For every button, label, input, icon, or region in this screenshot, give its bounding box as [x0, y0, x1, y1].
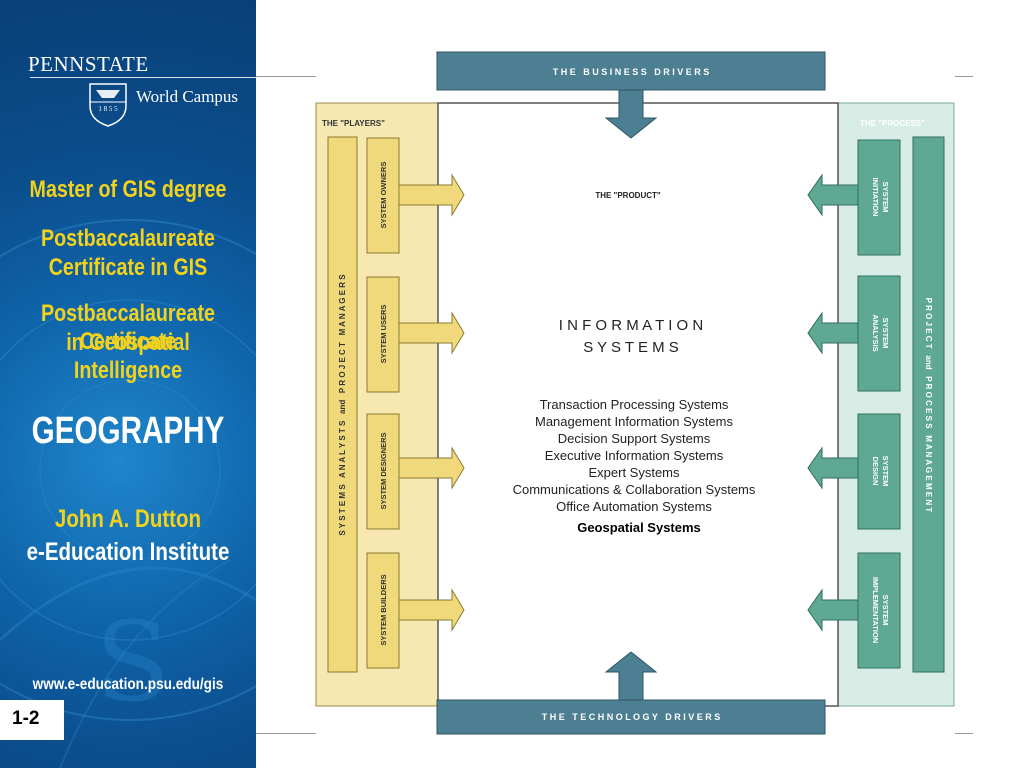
- page-number: 1-2: [12, 708, 40, 729]
- sidebar: S: [0, 0, 256, 768]
- top-rule-right: [955, 76, 973, 77]
- business-drivers-label: T H E B U S I N E S S D R I V E R S: [553, 67, 710, 77]
- brand-rule: [30, 77, 320, 78]
- program-cert-gis-line1: Postbaccalaureate: [41, 225, 215, 252]
- geospatial-systems-highlight: Geospatial Systems: [577, 520, 701, 535]
- technology-drivers-bar: [436, 699, 826, 735]
- technology-arrow-up: [604, 651, 658, 701]
- process-system-design: SYSTEM DESIGN: [807, 413, 901, 530]
- player-system-users: SYSTEM USERS: [366, 276, 465, 393]
- player-label: SYSTEM USERS: [379, 305, 388, 364]
- shield-year: 1 8 5 5: [98, 105, 118, 113]
- product-title: THE "PRODUCT": [595, 191, 661, 200]
- process-system-analysis: SYSTEM ANALYSIS: [807, 275, 901, 392]
- world-campus-label: World Campus: [136, 87, 239, 106]
- process-system-initiation: SYSTEM INITIATION: [807, 139, 901, 256]
- program-master-gis: Master of GIS degree: [29, 176, 227, 203]
- player-arrow-icon: [398, 173, 465, 217]
- institute-line2: e-Education Institute: [26, 538, 230, 566]
- program-cert-gis-line2: Certificate in GIS: [48, 254, 208, 281]
- process-vertical-bar: [912, 136, 945, 673]
- process-label-line2: DESIGN: [871, 457, 880, 486]
- department-geography: GEOGRAPHY: [31, 410, 225, 452]
- website-url: www.e-education.psu.edu/gis: [32, 676, 224, 693]
- is-title-line2: S Y S T E M S: [583, 339, 679, 356]
- player-arrow-icon: [398, 588, 465, 632]
- system-item: Expert Systems: [588, 465, 680, 480]
- process-label-line1: SYSTEM: [881, 182, 890, 213]
- player-label: SYSTEM OWNERS: [379, 162, 388, 229]
- system-item: Transaction Processing Systems: [540, 397, 729, 412]
- program-cert-geoint-line2: in Geospatial Intelligence: [66, 329, 190, 384]
- bottom-rule-left: [256, 733, 316, 734]
- players-vertical-bar: [327, 136, 358, 673]
- system-item: Decision Support Systems: [558, 431, 711, 446]
- process-label-line1: SYSTEM: [881, 318, 890, 349]
- process-arrow-icon: [807, 173, 859, 217]
- process-arrow-icon: [807, 588, 859, 632]
- pennstate-logo-text: PENNSTATE: [28, 52, 149, 76]
- process-vertical-label: P R O J E C T and P R O C E S S M A N A …: [924, 298, 933, 513]
- process-label-line2: INITIATION: [871, 177, 880, 216]
- process-system-implementation: SYSTEM IMPLEMENTATION: [807, 552, 901, 669]
- svg-text:S: S: [95, 598, 170, 726]
- player-label: SYSTEM DESIGNERS: [379, 432, 388, 509]
- compass-decoration: S: [0, 219, 256, 768]
- process-label-line1: SYSTEM: [881, 595, 890, 626]
- bottom-rule-right: [955, 733, 973, 734]
- system-item: Office Automation Systems: [556, 499, 712, 514]
- process-label-line2: ANALYSIS: [871, 314, 880, 351]
- is-title-line1: I N F O R M A T I O N: [559, 317, 703, 334]
- process-title: THE "PROCESS": [860, 119, 925, 128]
- top-rule-left: [256, 76, 316, 77]
- players-title: THE "PLAYERS": [322, 119, 385, 128]
- business-arrow-down: [604, 89, 658, 139]
- institute-name: John A. Dutton: [54, 505, 202, 533]
- technology-drivers-label: T H E T E C H N O L O G Y D R I V E R S: [542, 712, 721, 722]
- program-cert-geoint-line1: Postbaccalaureate Certificate: [41, 300, 215, 355]
- process-label-line2: IMPLEMENTATION: [871, 577, 880, 643]
- process-arrow-icon: [807, 311, 859, 355]
- process-arrow-icon: [807, 446, 859, 490]
- shield-icon: 1 8 5 5: [89, 83, 127, 127]
- player-system-designers: SYSTEM DESIGNERS: [366, 413, 465, 530]
- process-label-line1: SYSTEM: [881, 456, 890, 487]
- system-item: Communications & Collaboration Systems: [513, 482, 756, 497]
- system-item: Management Information Systems: [535, 414, 733, 429]
- player-system-owners: SYSTEM OWNERS: [366, 137, 465, 254]
- player-arrow-icon: [398, 311, 465, 355]
- player-arrow-icon: [398, 446, 465, 490]
- player-system-builders: SYSTEM BUILDERS: [366, 552, 465, 669]
- systems-list: Transaction Processing Systems Managemen…: [513, 397, 756, 514]
- player-label: SYSTEM BUILDERS: [379, 574, 388, 645]
- page-number-box: [0, 700, 64, 740]
- system-item: Executive Information Systems: [545, 448, 724, 463]
- players-vertical-label: S Y S T E M S A N A L Y S T S and P R O …: [338, 274, 347, 536]
